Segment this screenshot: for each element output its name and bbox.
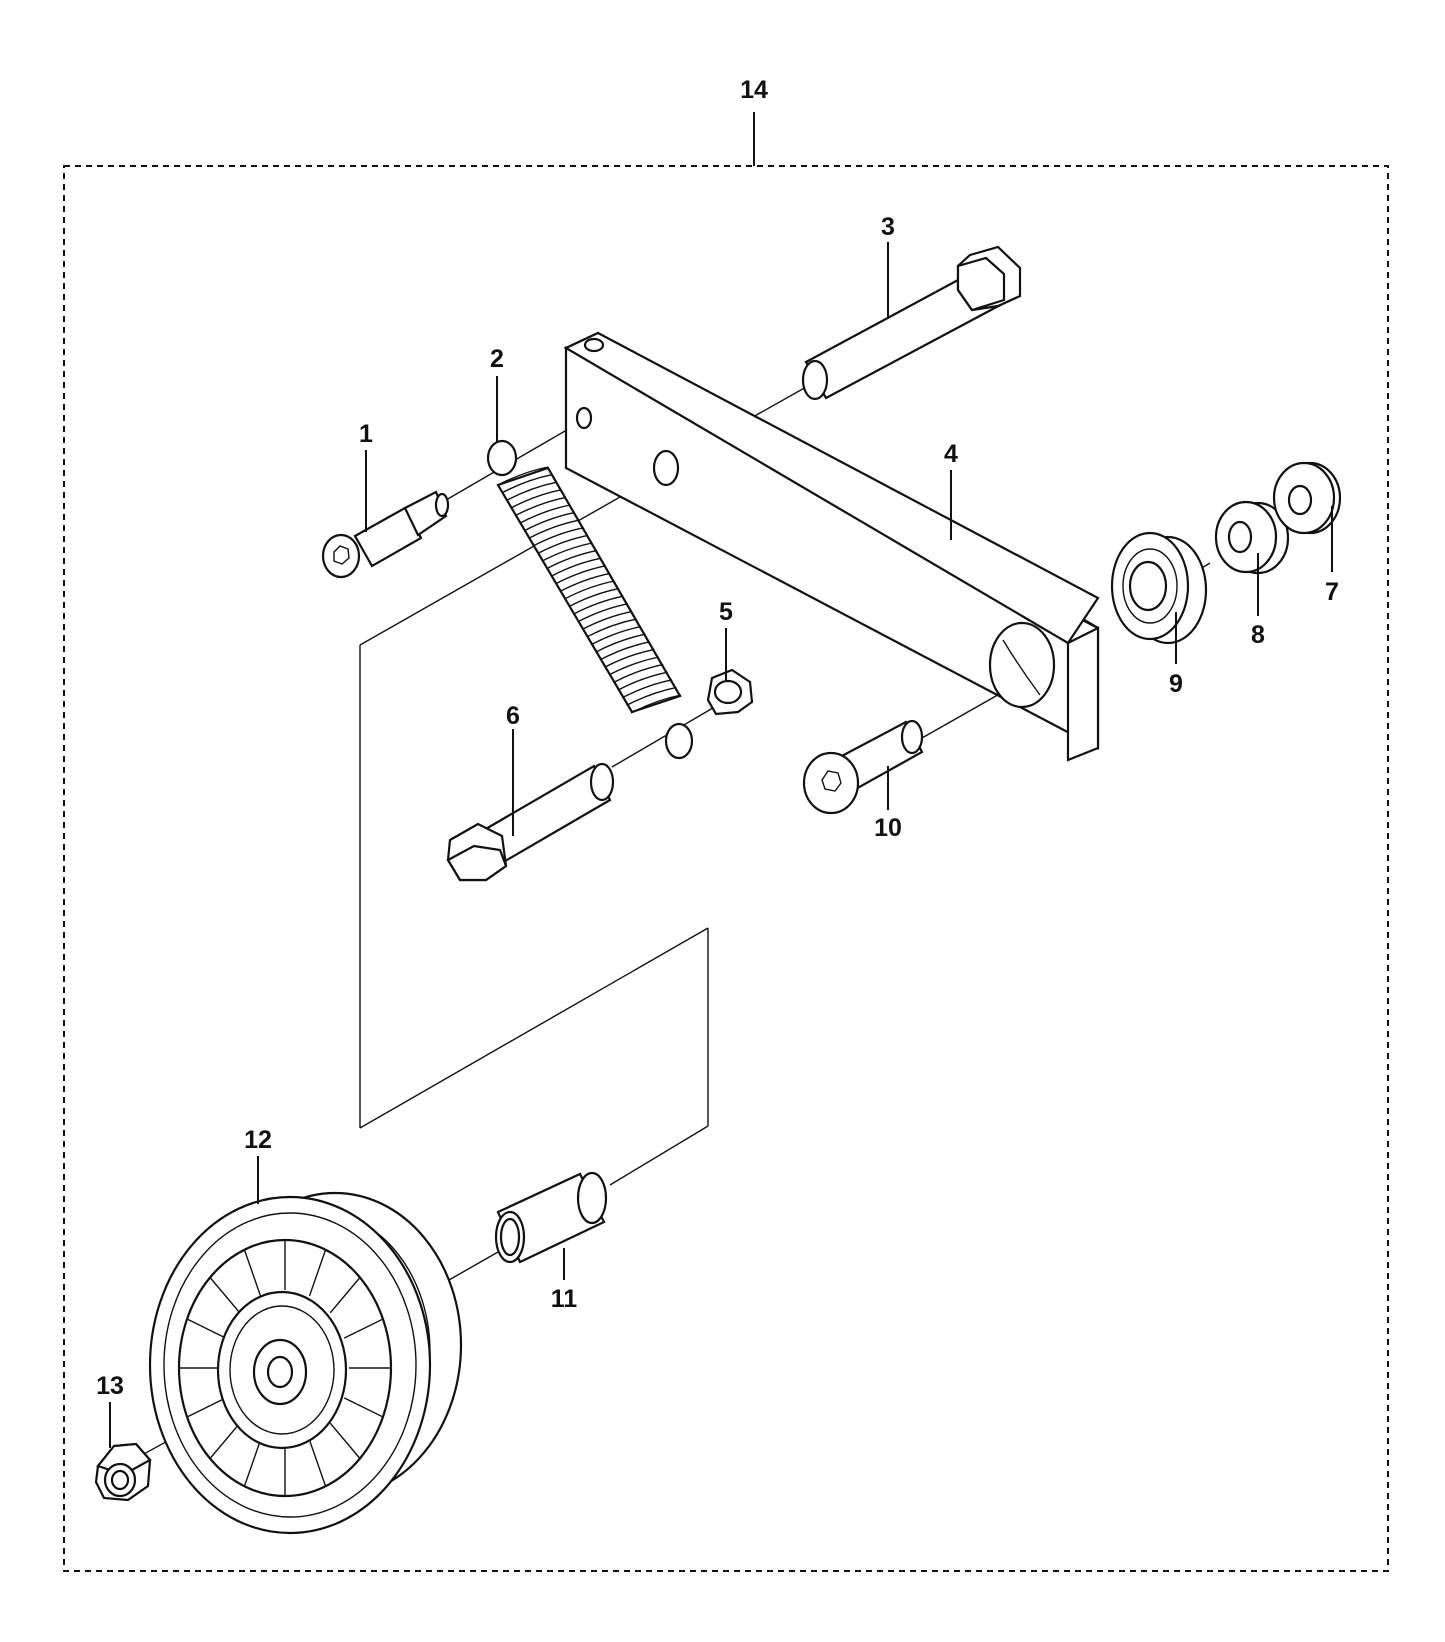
callout-3: 3	[881, 213, 895, 241]
pulley-spoke	[329, 1277, 361, 1314]
hex-bolt-medium	[446, 762, 615, 882]
spacer-sleeve	[494, 1171, 608, 1264]
pulley-spoke	[243, 1249, 262, 1297]
socket-head-shoulder-bolt	[321, 490, 450, 579]
callout-5: 5	[719, 598, 733, 626]
pulley-spoke	[186, 1397, 227, 1418]
pulley-spoke	[343, 1397, 384, 1418]
callout-11: 11	[551, 1285, 578, 1313]
assembly-boundary	[63, 165, 1389, 1572]
pulley-spoke	[308, 1439, 327, 1487]
hex-bolt-long	[801, 245, 1022, 401]
callout-7: 7	[1325, 578, 1339, 606]
idler-pulley	[148, 1191, 463, 1535]
pulley-spoke	[209, 1422, 241, 1459]
callout-9: 9	[1169, 670, 1183, 698]
button-head-bolt	[802, 719, 924, 815]
pulley-spoke	[243, 1439, 262, 1487]
callout-13: 13	[96, 1372, 124, 1400]
callout-8: 8	[1251, 621, 1265, 649]
callout-14: 14	[740, 76, 768, 104]
callout-10: 10	[874, 814, 902, 842]
pulley-spoke	[308, 1249, 327, 1297]
callout-4: 4	[944, 440, 958, 468]
ball-bearing	[1110, 531, 1208, 645]
callout-2: 2	[490, 345, 504, 373]
pulley-spoke	[186, 1318, 227, 1339]
washer-flat	[1272, 461, 1342, 535]
bracket-bar	[563, 331, 1100, 762]
hex-nut-small	[706, 668, 754, 716]
callout-1: 1	[359, 420, 373, 448]
pulley-spoke	[329, 1422, 361, 1459]
leader-lines	[109, 242, 1333, 1448]
pulley-spoke	[343, 1318, 384, 1339]
washer-thick	[1214, 500, 1290, 575]
tension-spring	[486, 439, 694, 760]
flange-nut	[94, 1442, 152, 1502]
pulley-spoke	[209, 1277, 241, 1314]
callout-6: 6	[506, 702, 520, 730]
callout-12: 12	[244, 1126, 272, 1154]
